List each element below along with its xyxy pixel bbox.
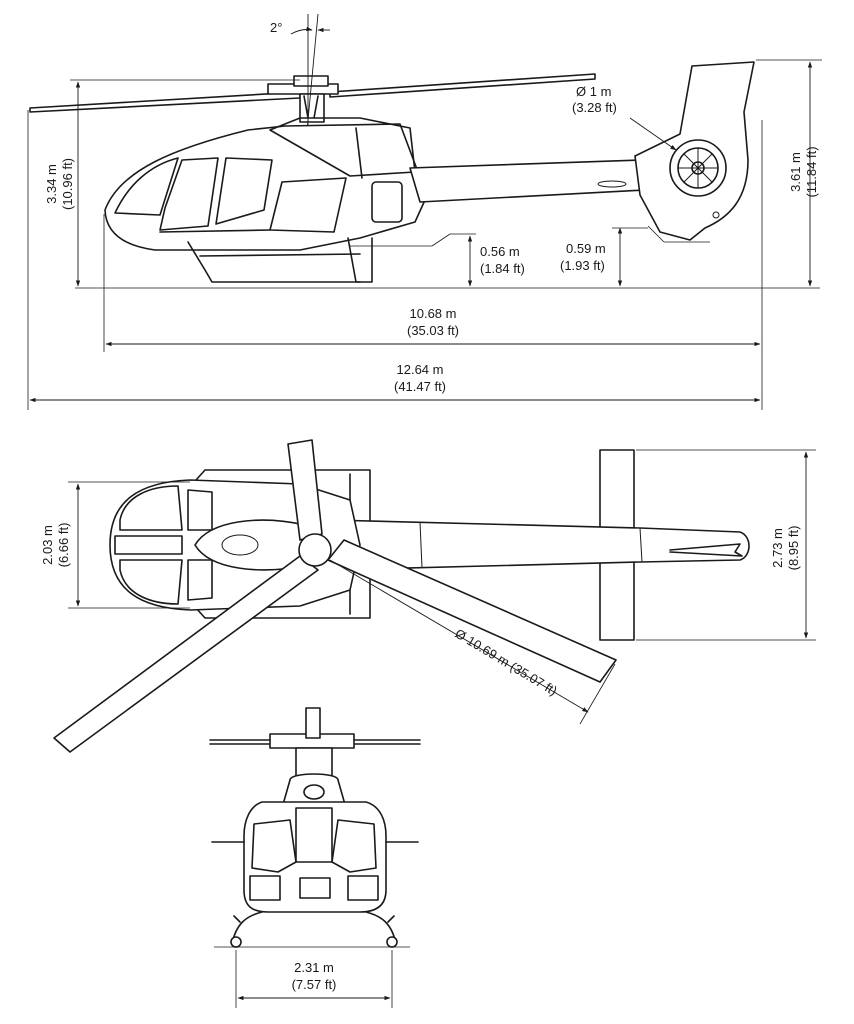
rotor-height-m: 3.34 m xyxy=(44,164,59,204)
top-tail-boom xyxy=(329,519,750,571)
fuselage-clearance-m: 0.56 m xyxy=(480,244,520,259)
skid-width-m: 2.31 m xyxy=(294,960,334,975)
fenestron-dimension: Ø 1 m (3.28 ft) xyxy=(572,84,677,151)
front-view: 2.31 m (7.57 ft) xyxy=(209,707,421,1008)
overall-height-dimension: 3.61 m (11.84 ft) xyxy=(756,59,822,287)
tail-clearance-ft: (1.93 ft) xyxy=(560,258,605,273)
cabin-width-m: 2.03 m xyxy=(40,525,55,565)
overall-length-ft: (41.47 ft) xyxy=(394,379,446,394)
side-main-rotor xyxy=(29,73,596,123)
top-main-rotor xyxy=(53,439,617,753)
overall-length-dimension: 12.64 m (41.47 ft) xyxy=(27,110,763,410)
fenestron-diameter-m: Ø 1 m xyxy=(576,84,611,99)
stabilizer-span-ft: (8.95 ft) xyxy=(786,526,801,571)
skid-width-dimension: 2.31 m (7.57 ft) xyxy=(235,950,393,1008)
fuselage-length-ft: (35.03 ft) xyxy=(407,323,459,338)
front-fuselage xyxy=(243,801,387,913)
fuselage-length-dimension: 10.68 m (35.03 ft) xyxy=(103,120,763,352)
overall-length-m: 12.64 m xyxy=(397,362,444,377)
stabilizer-span-m: 2.73 m xyxy=(770,528,785,568)
fuselage-clearance-dimension: 0.56 m (1.84 ft) xyxy=(350,233,525,287)
tail-clearance-m: 0.59 m xyxy=(566,241,606,256)
cabin-width-ft: (6.66 ft) xyxy=(56,523,71,568)
side-fuselage xyxy=(104,61,755,283)
cabin-width-dimension: 2.03 m (6.66 ft) xyxy=(40,481,190,609)
top-view: 2.03 m (6.66 ft) 2.73 m (8.95 ft) Ø 10.6… xyxy=(40,439,816,753)
rotor-height-dimension: 3.34 m (10.96 ft) xyxy=(44,79,300,287)
rotor-tilt-label: 2° xyxy=(270,20,282,35)
overall-height-ft: (11.84 ft) xyxy=(804,146,819,197)
rotor-height-ft: (10.96 ft) xyxy=(60,158,75,210)
stabilizer-span-dimension: 2.73 m (8.95 ft) xyxy=(636,449,816,641)
skid-width-ft: (7.57 ft) xyxy=(292,977,337,992)
fuselage-clearance-ft: (1.84 ft) xyxy=(480,261,525,276)
overall-height-m: 3.61 m xyxy=(788,152,803,192)
fenestron-diameter-ft: (3.28 ft) xyxy=(572,100,617,115)
fuselage-length-m: 10.68 m xyxy=(410,306,457,321)
side-view: 2° xyxy=(27,13,822,410)
tail-clearance-dimension: 0.59 m (1.93 ft) xyxy=(560,225,710,287)
